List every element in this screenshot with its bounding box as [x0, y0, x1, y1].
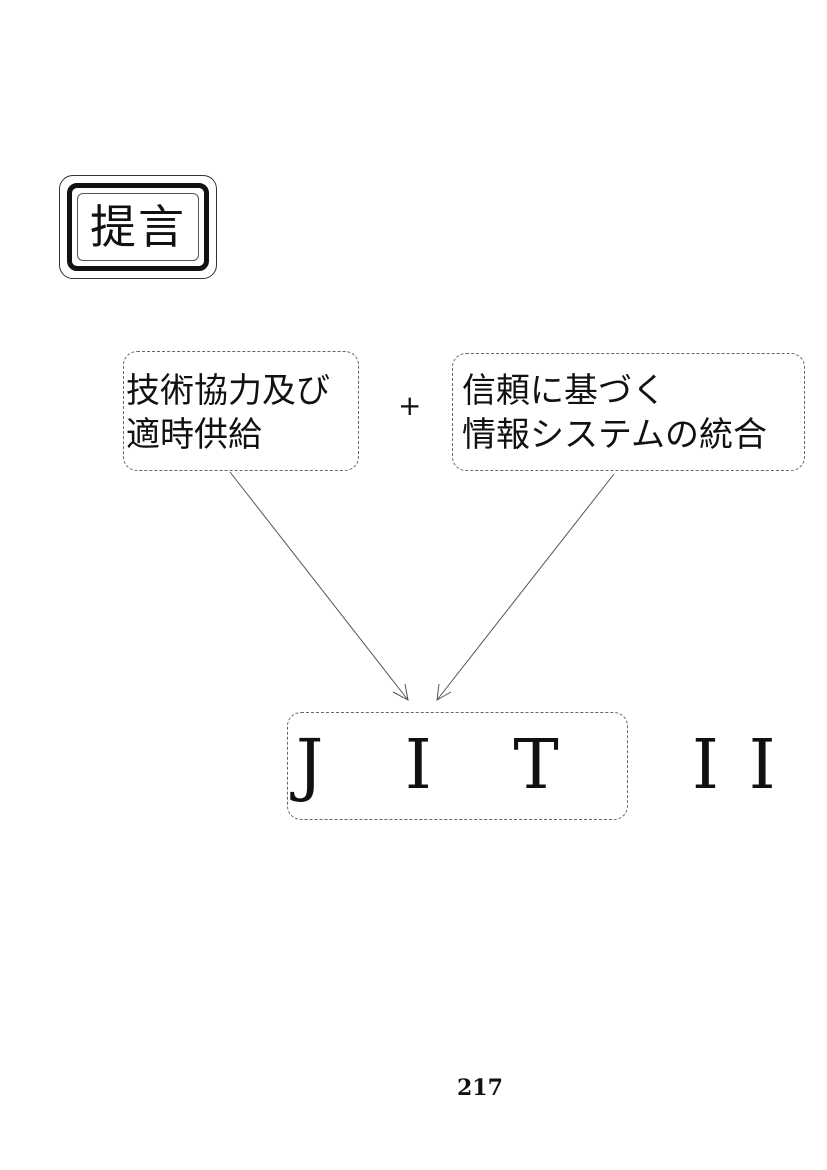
title-text: 提言: [90, 200, 186, 254]
left-concept-line-1: 技術協力及び: [126, 371, 330, 411]
plus-sign: +: [398, 389, 422, 422]
right-concept-line-2: 情報システムの統合: [462, 415, 767, 455]
result-box: [287, 712, 628, 820]
right-arrow-head: [436, 683, 452, 701]
left-concept-line-2: 適時供給: [126, 415, 262, 455]
title-badge: 提言: [77, 193, 199, 261]
left-arrow-line: [229, 471, 409, 701]
title-badge-thick-frame: [67, 183, 209, 271]
right-concept-text: 信頼に基づく 情報システムの統合: [462, 369, 767, 457]
left-concept-text: 技術協力及び 適時供給: [126, 369, 330, 457]
title-badge-outer-frame: [59, 175, 217, 279]
page-number: 217: [457, 1075, 503, 1101]
right-concept-line-1: 信頼に基づく: [462, 371, 666, 411]
right-concept-box: [452, 353, 805, 471]
right-arrow-line: [436, 473, 615, 701]
result-text: J I T II: [296, 726, 806, 805]
left-concept-box: [123, 351, 359, 471]
left-arrow-head: [392, 683, 409, 701]
